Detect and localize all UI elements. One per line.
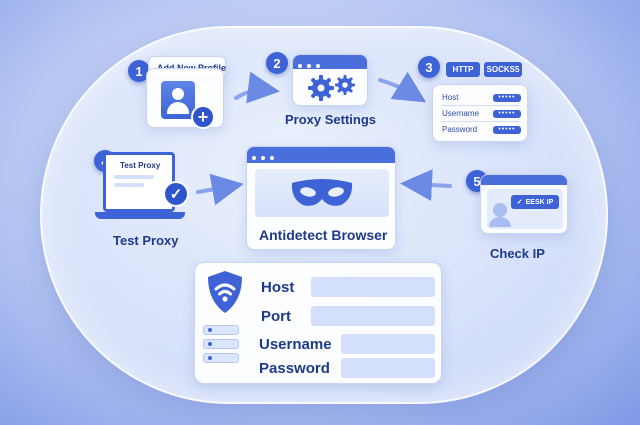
arrow-icon	[196, 173, 244, 206]
ip-badge-text: EESK IP	[525, 198, 554, 206]
step-2-label: Proxy Settings	[285, 112, 377, 127]
server-icon	[203, 339, 239, 349]
check-ip-window: ✓ EESK IP	[480, 174, 568, 234]
step-1-badge: 1	[128, 60, 150, 82]
server-icon	[203, 325, 239, 335]
check-icon: ✓	[163, 181, 189, 207]
form-host-label: Host	[261, 279, 295, 296]
check-icon: ✓	[516, 199, 523, 206]
form-username-label: Username	[259, 336, 332, 353]
mask-icon	[291, 179, 353, 206]
ip-badge: ✓ EESK IP	[511, 195, 559, 209]
host-row-label: Host	[442, 93, 459, 102]
center-label: Antidetect Browser	[259, 227, 388, 243]
plus-icon: +	[191, 105, 215, 129]
proxy-settings-window	[292, 54, 368, 106]
password-field[interactable]	[341, 358, 435, 378]
antidetect-browser-window: Antidetect Browser	[246, 146, 396, 250]
proxy-form-card: Host Port Username Password	[194, 262, 442, 384]
step-4-label: Test Proxy	[113, 233, 179, 248]
username-field[interactable]	[341, 334, 435, 354]
tab-socks5: SOCKS5	[484, 62, 522, 77]
laptop-icon: Test Proxy	[103, 152, 175, 212]
tab-http: HTTP	[446, 62, 480, 77]
password-row-label: Password	[442, 125, 478, 134]
server-icon	[203, 353, 239, 363]
add-profile-card: +	[146, 68, 224, 129]
form-port-label: Port	[261, 308, 291, 325]
gears-icon	[308, 75, 355, 101]
arrow-icon	[400, 169, 452, 202]
username-row-label: Username	[442, 109, 479, 118]
host-value: •••••	[493, 94, 521, 102]
step-5-label: Check IP	[490, 246, 545, 261]
step-2-badge: 2	[266, 52, 288, 74]
arrow-icon	[378, 71, 427, 103]
arrow-icon	[234, 71, 280, 104]
username-value: •••••	[493, 110, 521, 118]
user-plus-icon	[161, 81, 195, 119]
host-field[interactable]	[311, 277, 435, 297]
proxy-fields-card: Host ••••• Username ••••• Password •••••	[432, 84, 528, 142]
port-field[interactable]	[311, 306, 435, 326]
laptop-screen-text: Test Proxy	[120, 161, 161, 170]
password-value: •••••	[493, 126, 521, 134]
shield-wifi-icon	[208, 271, 242, 313]
form-password-label: Password	[259, 360, 330, 377]
